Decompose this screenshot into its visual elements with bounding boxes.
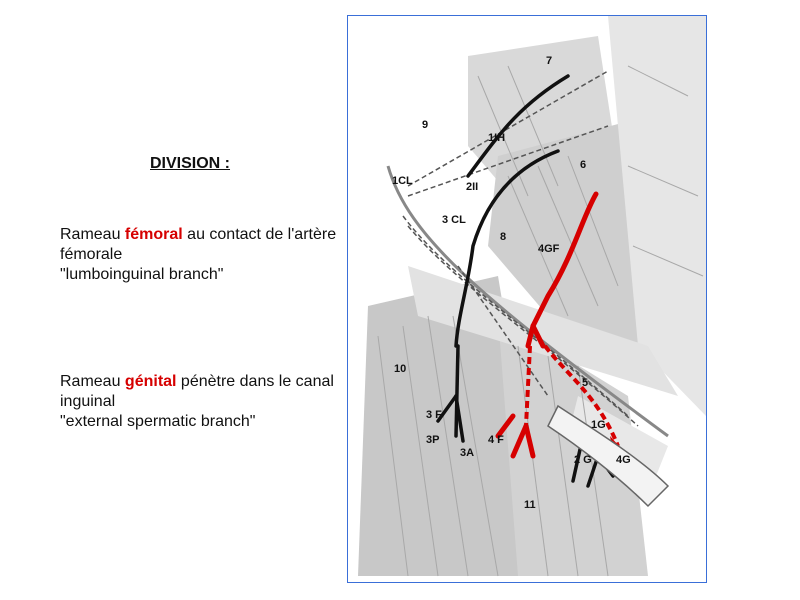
femoral-prefix: Rameau <box>60 226 125 243</box>
label-8: 8 <box>500 231 506 243</box>
label-7: 7 <box>546 55 552 67</box>
label-1ih: 1IH <box>488 132 505 144</box>
label-3f: 3 F <box>426 409 442 421</box>
femoral-english: "lumboinguinal branch" <box>60 266 224 283</box>
label-11: 11 <box>524 499 536 511</box>
femoral-suffix: au contact de l'artère fémorale <box>60 226 337 263</box>
genitofemoral-nerve-red <box>495 191 599 459</box>
genital-branch-dashed-red <box>524 344 620 447</box>
dashed-nerve-courses <box>402 70 639 427</box>
label-4g: 4G <box>616 454 631 466</box>
genital-prefix: Rameau <box>60 373 125 390</box>
label-3a: 3A <box>460 447 474 459</box>
figure-labels: 7 9 1IH 1CL 2II 6 3 CL 8 4GF 10 5 3 F 3P… <box>392 55 631 511</box>
femoral-branch-text: Rameau fémoral au contact de l'artère fé… <box>60 225 350 285</box>
genital-english: "external spermatic branch" <box>60 413 256 430</box>
spermatic-cord <box>547 404 670 508</box>
label-4f: 4 F <box>488 434 504 446</box>
genital-branch-text: Rameau génital pénètre dans le canal ing… <box>60 372 350 432</box>
femoral-highlight: fémoral <box>124 226 183 243</box>
label-10: 10 <box>394 363 406 375</box>
label-1g: 1G <box>591 419 606 431</box>
label-9: 9 <box>422 119 428 131</box>
label-2g: 2 G <box>574 454 592 466</box>
label-1cl: 1CL <box>392 175 413 187</box>
anatomy-illustration: 7 9 1IH 1CL 2II 6 3 CL 8 4GF 10 5 3 F 3P… <box>358 16 706 577</box>
genital-highlight: génital <box>124 373 177 390</box>
label-3p: 3P <box>426 434 439 446</box>
anatomy-figure: 7 9 1IH 1CL 2II 6 3 CL 8 4GF 10 5 3 F 3P… <box>347 15 707 583</box>
label-4gf: 4GF <box>538 243 560 255</box>
label-5: 5 <box>582 377 588 389</box>
label-2ii: 2II <box>466 181 478 193</box>
label-6: 6 <box>580 159 586 171</box>
label-3cl: 3 CL <box>442 214 466 226</box>
slide-title: DIVISION : <box>150 155 231 172</box>
genital-suffix: pénètre dans le canal inguinal <box>60 373 334 410</box>
